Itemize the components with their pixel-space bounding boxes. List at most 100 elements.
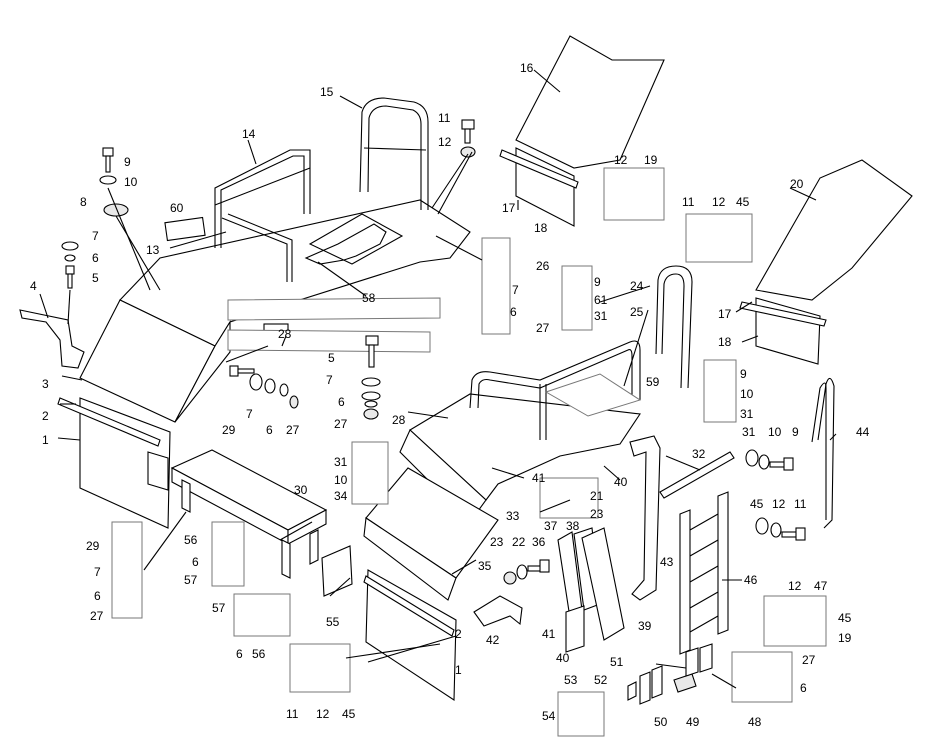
label-29: 29 (222, 423, 236, 437)
label-12: 12 (712, 195, 726, 209)
label-5: 5 (328, 351, 335, 365)
label-41: 41 (532, 471, 546, 485)
right-fender-assembly (363, 393, 641, 702)
label-7: 7 (512, 283, 519, 297)
tall-handrail-part-24 (655, 265, 693, 389)
label-54: 54 (542, 709, 556, 723)
label-40: 40 (556, 651, 570, 665)
label-58: 58 (362, 291, 376, 305)
label-7: 7 (94, 565, 101, 579)
label-53: 53 (564, 673, 578, 687)
left-handrail-part-14 (214, 149, 311, 282)
label-12: 12 (438, 135, 452, 149)
label-16: 16 (520, 61, 534, 75)
guide-box-48 (731, 651, 793, 703)
guide-box-26 (481, 237, 511, 335)
fasteners-top-left (99, 147, 129, 217)
label-28: 28 (392, 413, 406, 427)
side-handrail-inner (811, 382, 827, 520)
label-27: 27 (802, 653, 816, 667)
guide-box-57 (233, 593, 291, 637)
label-50: 50 (654, 715, 668, 729)
label-6: 6 (510, 305, 517, 319)
guide-box-19-low (763, 595, 827, 647)
strip-part-32 (659, 451, 735, 499)
label-10: 10 (334, 473, 348, 487)
label-11: 11 (682, 195, 695, 209)
bench-part-30 (170, 449, 328, 579)
label-10: 10 (768, 425, 782, 439)
label-4: 4 (30, 279, 37, 293)
fender-20-assembly (739, 159, 913, 365)
label-17: 17 (718, 307, 732, 321)
label-42: 42 (486, 633, 500, 647)
label-56: 56 (184, 533, 198, 547)
label-27: 27 (286, 423, 300, 437)
label-25: 25 (630, 305, 644, 319)
label-2: 2 (455, 627, 462, 641)
guide-box-21 (539, 477, 599, 519)
label-40: 40 (614, 475, 628, 489)
label-46: 46 (744, 573, 758, 587)
guide-box-45-bottom (289, 643, 351, 693)
label-55: 55 (326, 615, 340, 629)
label-39: 39 (638, 619, 652, 633)
label-47: 47 (814, 579, 828, 593)
callout-labels: 1 1 2 2 3 4 5 5 6 6 6 6 6 6 6 6 7 7 7 7 … (30, 61, 870, 729)
label-19: 19 (644, 153, 658, 167)
label-31: 31 (594, 309, 608, 323)
label-11: 11 (286, 707, 299, 721)
label-23: 23 (490, 535, 504, 549)
label-23: 23 (590, 507, 604, 521)
bracket-part-42 (473, 595, 523, 627)
label-3: 3 (42, 377, 49, 391)
label-7: 7 (326, 373, 333, 387)
guide-box-9-right (703, 359, 737, 423)
label-13: 13 (146, 243, 160, 257)
label-7: 7 (92, 229, 99, 243)
label-12: 12 (316, 707, 330, 721)
label-26: 26 (536, 259, 550, 273)
label-17: 17 (502, 201, 516, 215)
label-34: 34 (334, 489, 348, 503)
label-52: 52 (594, 673, 608, 687)
side-handrail-part-44 (817, 377, 835, 529)
label-21: 21 (590, 489, 604, 503)
fastener-stack-5 (361, 335, 381, 420)
label-18: 18 (534, 221, 548, 235)
label-43: 43 (660, 555, 674, 569)
label-19: 19 (838, 631, 852, 645)
plate-part-55 (321, 545, 353, 597)
label-2: 2 (42, 409, 49, 423)
label-11: 11 (794, 497, 807, 511)
plate-part-59 (544, 373, 642, 417)
label-27: 27 (90, 609, 104, 623)
label-27: 27 (334, 417, 348, 431)
label-14: 14 (242, 127, 256, 141)
label-29: 29 (86, 539, 100, 553)
frame-guide-left (227, 297, 441, 321)
left-plate-part-60 (164, 216, 206, 242)
label-56: 56 (252, 647, 266, 661)
label-45: 45 (342, 707, 356, 721)
label-31: 31 (742, 425, 756, 439)
label-12: 12 (772, 497, 786, 511)
fasteners-left-4 (61, 241, 79, 289)
label-9: 9 (740, 367, 747, 381)
label-22: 22 (512, 535, 526, 549)
label-6: 6 (236, 647, 243, 661)
hatch-outline (308, 213, 404, 265)
leader-lines (39, 69, 837, 689)
label-24: 24 (630, 279, 644, 293)
label-27: 27 (536, 321, 550, 335)
guide-box-29 (111, 521, 143, 619)
top-handrail-part-15 (359, 97, 429, 210)
label-37: 37 (544, 519, 558, 533)
small-parts-49-52 (627, 643, 713, 705)
center-handrail-part-25 (469, 340, 641, 440)
label-9: 9 (792, 425, 799, 439)
label-33: 33 (506, 509, 520, 523)
left-bracket-part-4 (19, 309, 85, 369)
label-7: 7 (246, 407, 253, 421)
label-10: 10 (740, 387, 754, 401)
